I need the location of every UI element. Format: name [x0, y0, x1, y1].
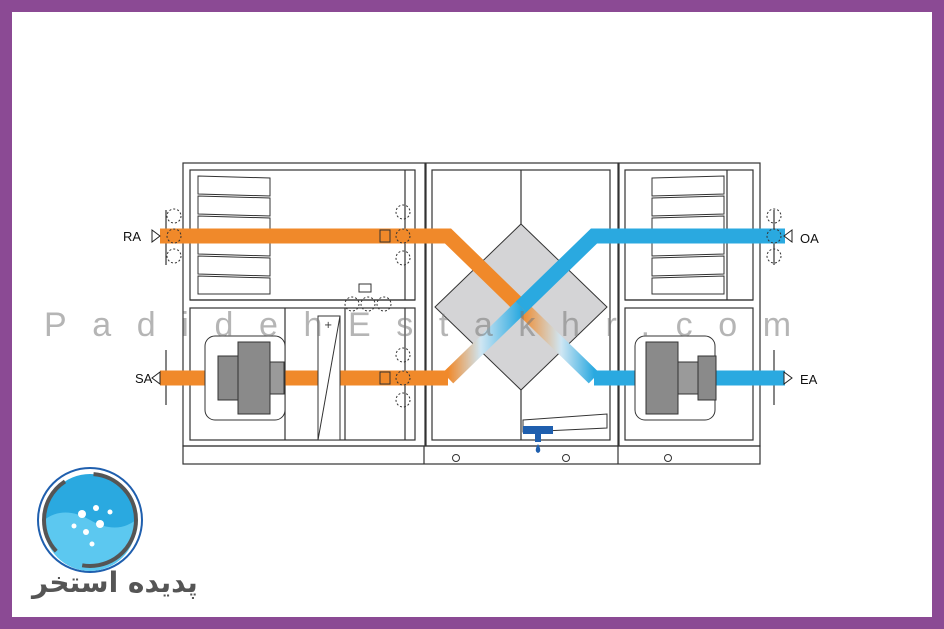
filter-bank-left [197, 175, 271, 295]
supply-fan-icon [204, 335, 286, 421]
port-label-ea: EA [800, 372, 818, 387]
damper-ra [166, 208, 182, 264]
exhaust-fan-icon [634, 335, 717, 421]
base-holes [452, 454, 672, 462]
watermark-text: PadidehEstakhr.com [44, 306, 817, 344]
damper-recirculation [344, 296, 392, 312]
actuator-lower [379, 371, 391, 385]
heating-coil-icon: + [317, 315, 341, 441]
svg-text:+: + [324, 320, 332, 331]
return-to-exhaust-crossover [515, 301, 600, 384]
drain-tray-icon [522, 413, 608, 453]
water-drop-logo-icon [37, 467, 143, 573]
port-label-oa: OA [800, 231, 819, 246]
damper-bypass-lower [395, 347, 411, 408]
damper-oa [766, 208, 782, 264]
return-air-path [160, 228, 527, 313]
sa-outlet-arrow-icon [151, 371, 161, 385]
ra-inlet-arrow-icon [151, 229, 161, 243]
actuator-upper [379, 229, 391, 243]
logo-text: پدیده استخر [32, 566, 198, 599]
actuator-recirculation [358, 283, 372, 293]
damper-bypass-upper [395, 204, 411, 266]
port-label-sa: SA [135, 371, 153, 386]
oa-inlet-arrow-icon [783, 229, 793, 243]
ea-outlet-arrow-icon [783, 371, 793, 385]
outdoor-air-path [515, 228, 785, 313]
outdoor-to-supply-crossover [442, 301, 527, 384]
port-label-ra: RA [123, 229, 142, 244]
